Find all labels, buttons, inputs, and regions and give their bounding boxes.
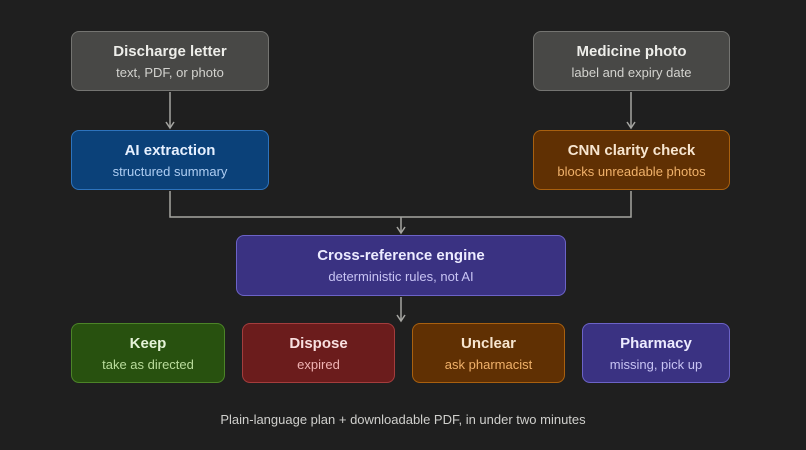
discharge-letter-node: Discharge letter text, PDF, or photo — [71, 31, 269, 91]
node-title: Cross-reference engine — [317, 247, 485, 264]
node-title: Keep — [129, 334, 167, 352]
unclear-outcome-node: Unclear ask pharmacist — [412, 323, 565, 383]
node-title: AI extraction — [124, 141, 216, 159]
ai-extraction-node: AI extraction structured summary — [71, 130, 269, 190]
node-subtitle: deterministic rules, not AI — [328, 269, 474, 284]
node-subtitle: take as directed — [102, 356, 194, 372]
dispose-outcome-node: Dispose expired — [242, 323, 395, 383]
node-title: Unclear — [460, 334, 517, 352]
node-subtitle: expired — [297, 356, 340, 372]
node-title: Discharge letter — [113, 42, 227, 60]
node-subtitle: text, PDF, or photo — [116, 64, 224, 80]
node-subtitle: label and expiry date — [571, 64, 692, 80]
node-subtitle: ask pharmacist — [444, 356, 533, 372]
node-title: Dispose — [289, 334, 348, 352]
keep-outcome-node: Keep take as directed — [71, 323, 225, 383]
cross-reference-engine-node: Cross-reference engine deterministic rul… — [236, 235, 566, 296]
node-subtitle: blocks unreadable photos — [557, 163, 706, 179]
cnn-clarity-check-node: CNN clarity check blocks unreadable phot… — [533, 130, 730, 190]
node-title: CNN clarity check — [567, 141, 696, 159]
footer-caption: Plain-language plan + downloadable PDF, … — [220, 412, 586, 427]
node-subtitle: structured summary — [112, 163, 228, 179]
node-title: Pharmacy — [620, 334, 692, 352]
node-title: Medicine photo — [576, 42, 687, 60]
pharmacy-outcome-node: Pharmacy missing, pick up — [582, 323, 730, 383]
node-subtitle: missing, pick up — [609, 356, 703, 372]
medicine-photo-node: Medicine photo label and expiry date — [533, 31, 730, 91]
connector-ai-to-merge — [169, 191, 632, 218]
